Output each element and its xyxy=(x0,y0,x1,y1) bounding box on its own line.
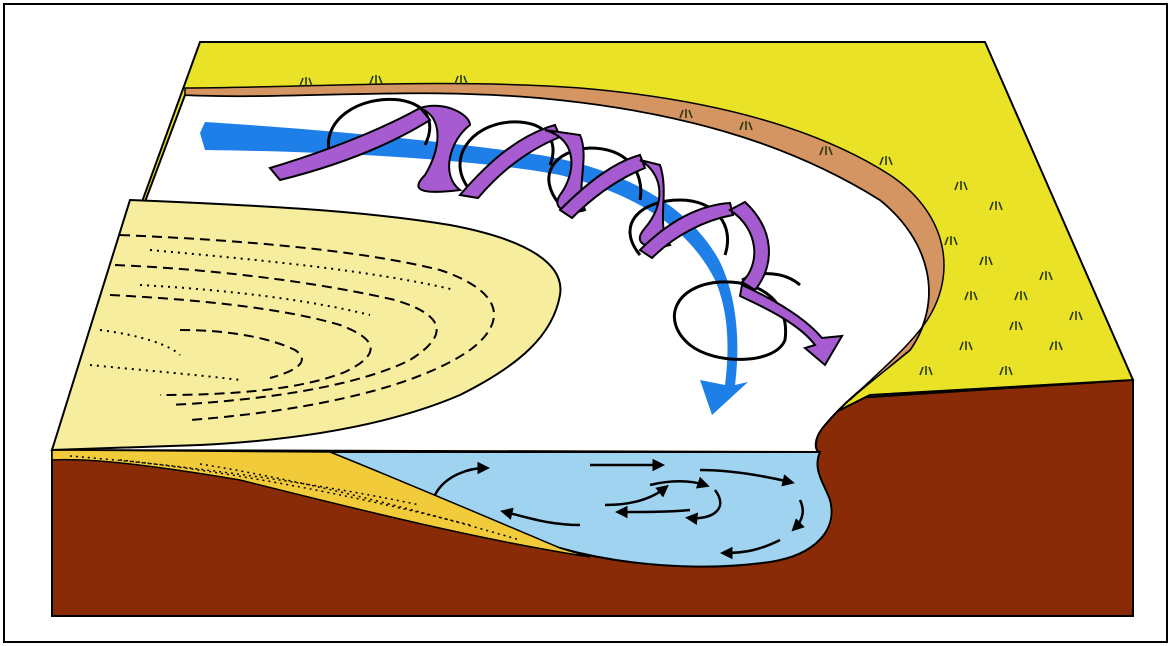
meander-block-diagram xyxy=(0,0,1171,646)
diagram-frame xyxy=(0,0,1171,646)
